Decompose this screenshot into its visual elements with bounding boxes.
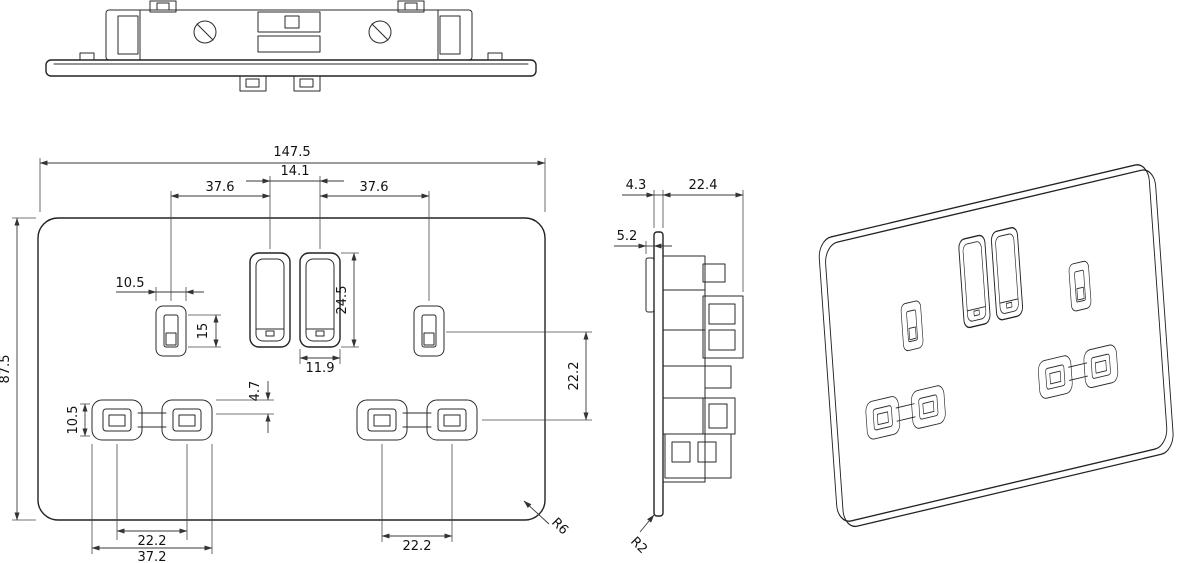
top-view-faceplate [45,52,537,77]
dim-overall-width: 147.5 [39,145,546,212]
dim-label-earth-to-pin-vertical: 22.2 [567,362,582,391]
dim-switch-protrusion: 5.2 [614,229,672,254]
dim-label-pin-pitch-left: 22.2 [138,534,167,549]
dim-label-overall-height: 87.5 [0,355,13,384]
isometric-faceplate [817,161,1169,525]
top-view [45,0,537,92]
dim-label-corner-radius-front: R6 [548,515,571,538]
dim-label-overall-width: 147.5 [273,145,310,160]
front-view: 147.5 14.1 37.6 37.6 [0,145,592,563]
dim-label-aperture-offset: 4.7 [248,381,263,402]
dim-label-earth-slot-height: 15 [196,323,211,340]
side-view: 4.3 22.4 5.2 R2 [614,178,744,557]
dim-earth-slot-height: 15 [188,314,221,348]
dim-rocker-height: 24.5 [335,252,359,348]
front-view-faceplate [37,217,546,521]
dim-earth-slot-width: 10.5 [116,276,204,301]
dim-label-rocker-offset-left: 37.6 [206,180,235,195]
dim-label-switch-protrusion: 5.2 [617,229,638,244]
dim-rocker-pitch: 14.1 [246,164,344,249]
dim-label-rocker-height: 24.5 [335,286,350,315]
top-view-terminal-tabs [239,75,321,92]
dim-label-pin-pitch-right: 22.2 [403,539,432,554]
top-view-mechanism [105,0,473,61]
dim-faceplate-thickness: 4.3 [622,178,664,228]
dim-label-rocker-offset-right: 37.6 [360,180,389,195]
dim-pin-span-left: 37.2 [91,444,213,563]
dim-rocker-width: 11.9 [299,349,341,376]
dim-rocker-offset-left: 37.6 [170,180,271,301]
side-view-faceplate [653,231,664,517]
dim-corner-radius-side: R2 [627,514,655,557]
dim-aperture-offset: 4.7 [216,381,274,433]
side-view-mechanism [662,255,744,483]
dim-pin-pitch-right: 22.2 [381,444,453,554]
front-view-dimensions: 147.5 14.1 37.6 37.6 [0,145,592,563]
dim-label-earth-slot-width: 10.5 [116,276,145,291]
dim-mechanism-depth: 22.4 [662,178,744,292]
dim-label-pin-span-left: 37.2 [138,550,167,563]
dim-pin-slot-height: 10.5 [66,403,90,437]
dim-rocker-offset-right: 37.6 [319,180,430,301]
dim-pin-pitch-left: 22.2 [116,444,188,549]
isometric-plate-edge [823,166,1175,530]
dim-label-corner-radius-side: R2 [627,534,650,557]
isometric-view [817,161,1175,530]
dim-label-mechanism-depth: 22.4 [689,178,718,193]
side-view-rocker-protrusion [645,257,655,313]
dim-overall-height: 87.5 [0,217,36,521]
dim-earth-to-pin-vertical: 22.2 [446,331,592,421]
dim-label-pin-slot-height: 10.5 [66,406,81,435]
top-view-screw-right [368,20,392,44]
top-view-screw-left [193,20,217,44]
dim-label-faceplate-thickness: 4.3 [626,178,647,193]
dim-label-rocker-width: 11.9 [306,361,335,376]
dim-label-rocker-pitch: 14.1 [281,164,310,179]
side-view-dimensions: 4.3 22.4 5.2 R2 [614,178,744,557]
